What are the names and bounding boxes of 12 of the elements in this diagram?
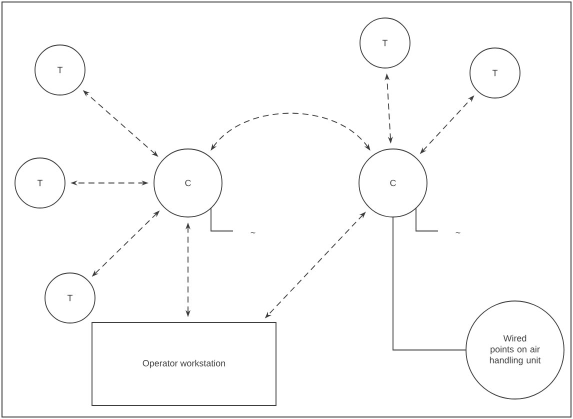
circle-node: T [14, 158, 66, 208]
circle-node: T [34, 44, 86, 96]
tilde-symbol: ~ [456, 232, 460, 234]
process-box: Operator workstation [92, 322, 276, 406]
connector-line [392, 217, 466, 350]
circle-node: C [154, 148, 222, 218]
circle-node: C [358, 148, 428, 218]
circle-node: T [44, 272, 96, 324]
circle-node: Wired points on air handling unit [466, 300, 564, 400]
circle-node: T [470, 48, 520, 98]
circle-node: T [360, 18, 410, 68]
tilde-symbol: ~ [250, 232, 256, 234]
